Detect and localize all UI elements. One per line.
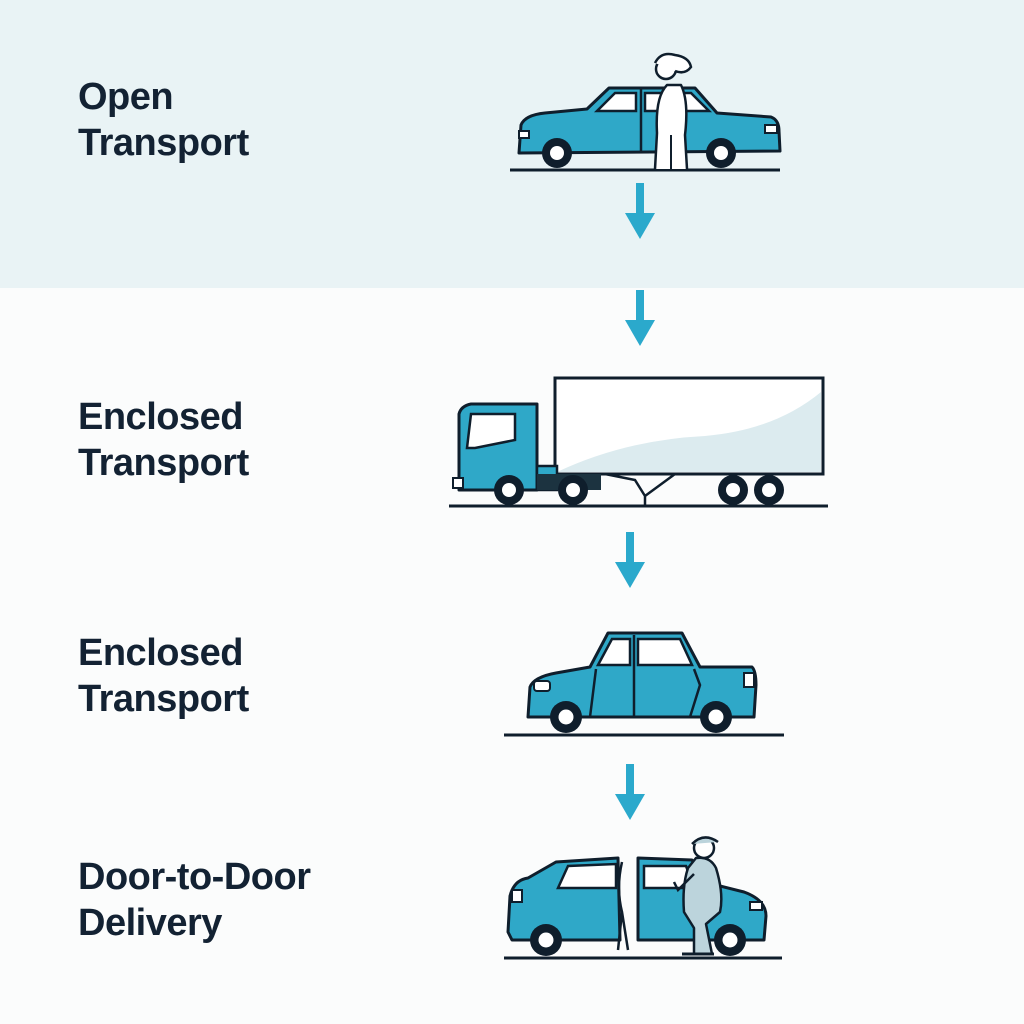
step-label-line1: Enclosed	[78, 632, 243, 674]
step-label-line2: Delivery	[78, 902, 222, 944]
step-label-door-to-door-delivery: Door-to-Door Delivery	[78, 854, 398, 946]
sedan-with-person-illustration	[510, 52, 782, 172]
flow-arrow-down-4	[615, 764, 645, 820]
step-label-line2: Transport	[78, 442, 249, 484]
top-band-background	[0, 0, 1024, 288]
box-truck-illustration	[449, 376, 828, 508]
flow-arrow-down-2	[625, 290, 655, 346]
step-label-line1: Open	[78, 76, 174, 118]
step-label-line2: Transport	[78, 678, 249, 720]
step-label-line1: Door-to-Door	[78, 856, 311, 898]
sedan-illustration	[504, 631, 784, 737]
flow-arrow-down-3	[615, 532, 645, 588]
step-label-enclosed-transport-2: Enclosed Transport	[78, 630, 398, 722]
flow-arrow-down-1	[625, 183, 655, 239]
step-label-enclosed-transport-1: Enclosed Transport	[78, 394, 398, 486]
hatchback-with-person-illustration	[504, 836, 782, 960]
step-label-line2: Transport	[78, 122, 249, 164]
step-label-line1: Enclosed	[78, 396, 243, 438]
step-label-open-transport: Open Transport	[78, 74, 398, 166]
